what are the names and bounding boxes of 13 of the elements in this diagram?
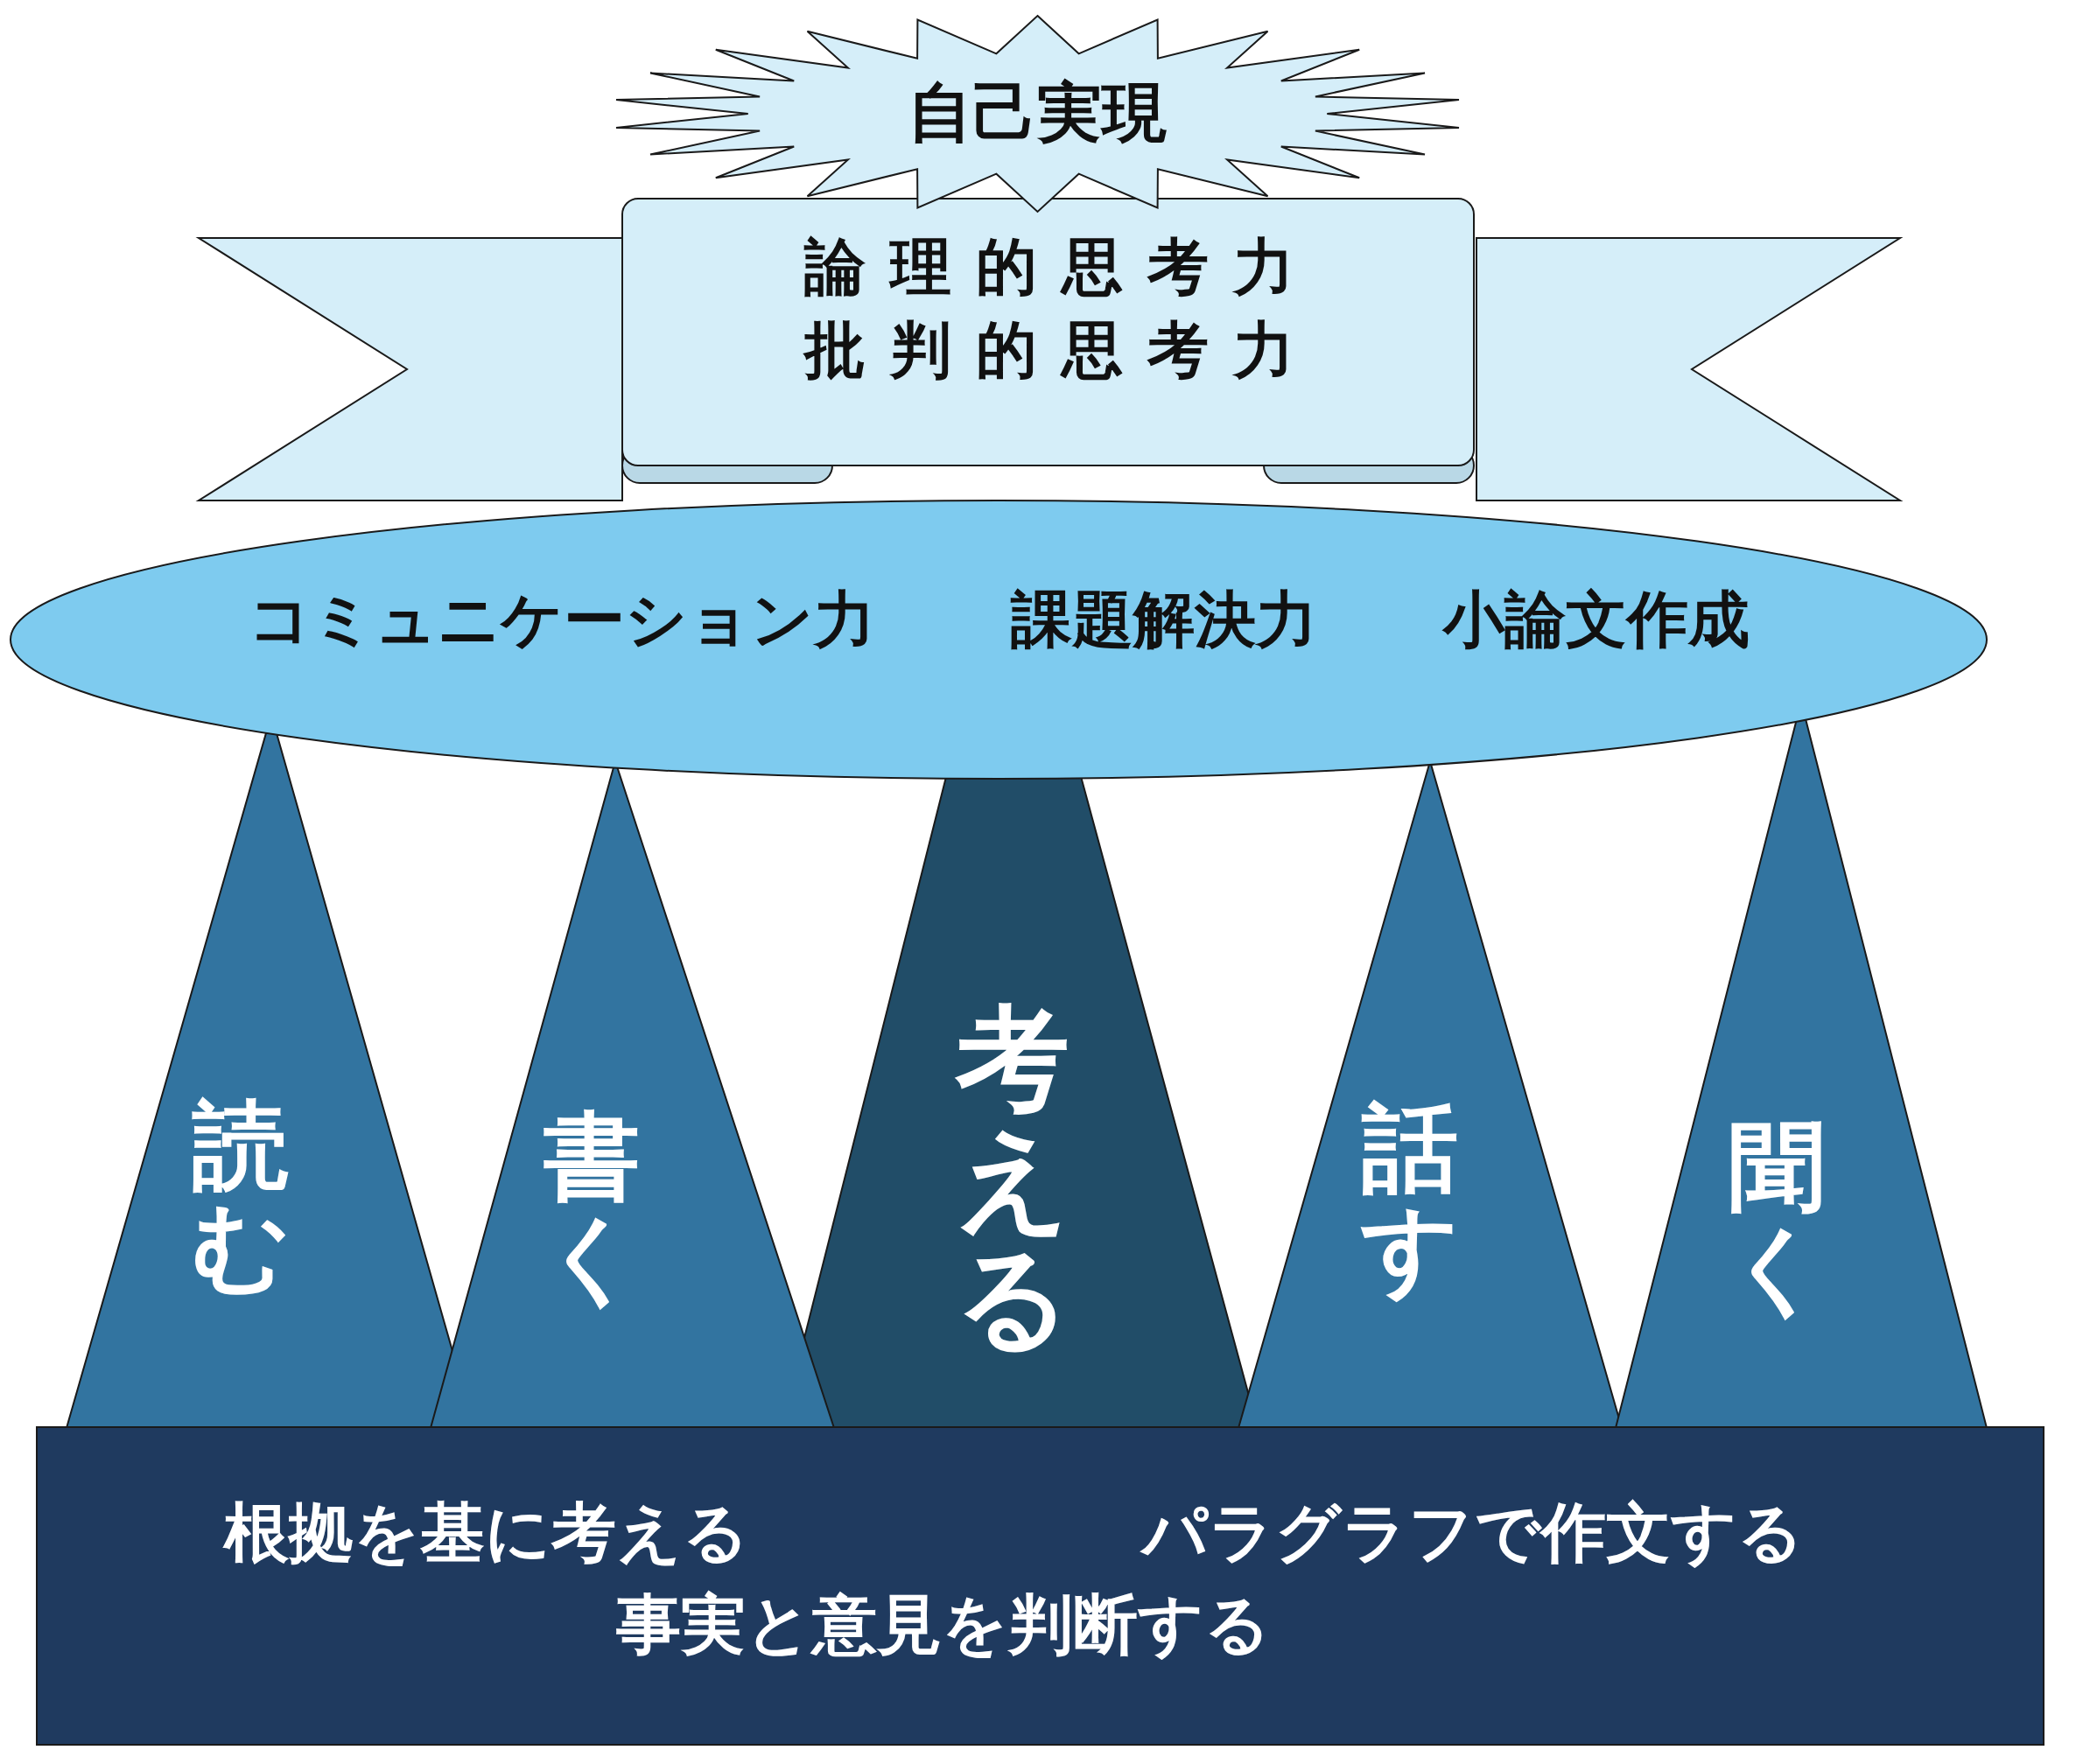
vertical-label: 考える <box>953 999 1072 1358</box>
label-text: 根拠を基に考える <box>224 1497 749 1569</box>
vertical-label: 聞く <box>1726 1117 1827 1320</box>
label-text: コミュニケーション力 <box>249 586 875 654</box>
label-text: 自己実現 <box>908 77 1167 149</box>
label-text: 論理的思考力 <box>803 234 1319 301</box>
label-text: 批判的思考力 <box>802 317 1319 384</box>
label-text: 小論文作成 <box>1443 586 1750 654</box>
vertical-label: 書く <box>541 1107 642 1309</box>
vertical-label: 読む <box>190 1096 291 1298</box>
vertical-label: 話す <box>1359 1098 1461 1300</box>
label-text: 事実と意見を判断する <box>616 1589 1271 1661</box>
label-text: 課題解決力 <box>1011 586 1317 654</box>
